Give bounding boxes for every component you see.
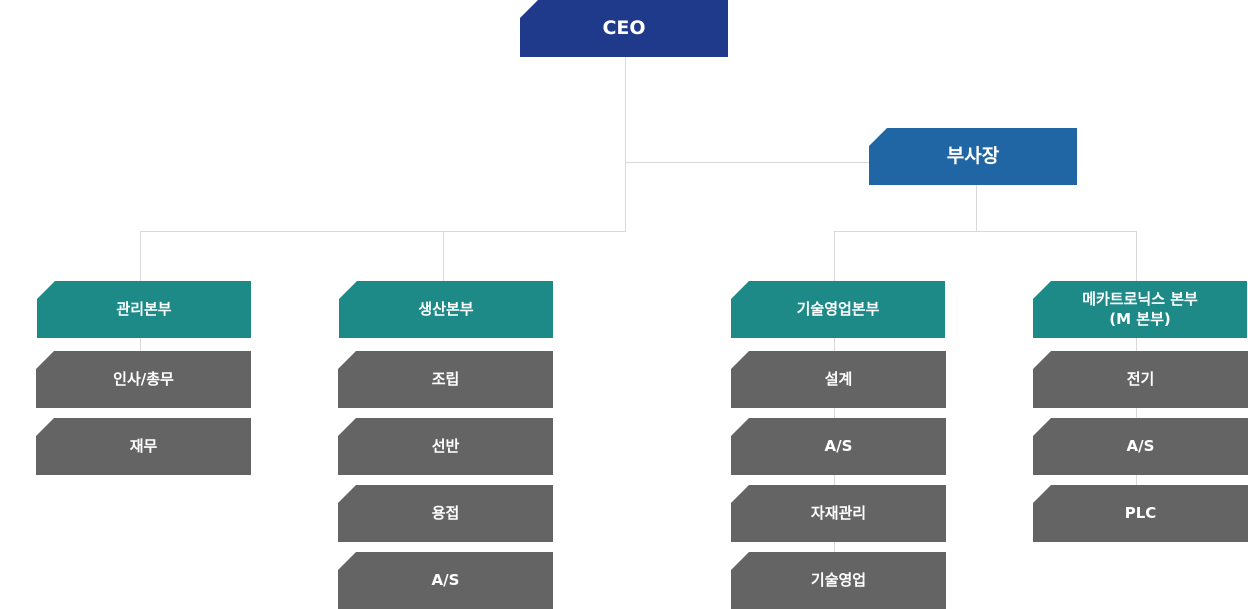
connector-line: [1136, 337, 1137, 487]
team-box: A/S: [338, 552, 553, 609]
team-box: 재무: [36, 418, 251, 475]
connector-line: [140, 231, 626, 232]
team-box: 기술영업: [731, 552, 946, 609]
team-label: 선반: [431, 436, 460, 455]
division-mechatronics-label-line1: 메카트로닉스 본부: [1082, 290, 1198, 308]
team-box: PLC: [1033, 485, 1248, 542]
team-label: 기술영업: [810, 570, 867, 589]
division-mechatronics-label: 메카트로닉스 본부 (M 본부): [1082, 290, 1198, 329]
ceo-label: CEO: [602, 17, 646, 40]
team-label: 인사/총무: [113, 369, 174, 388]
team-box: A/S: [731, 418, 946, 475]
connector-line: [834, 231, 835, 281]
team-label: 조립: [431, 369, 460, 388]
team-box: 인사/총무: [36, 351, 251, 408]
connector-line: [834, 231, 1137, 232]
team-label: 용접: [431, 503, 460, 522]
team-label: 자재관리: [810, 503, 867, 522]
connector-line: [976, 184, 977, 232]
division-production-box: 생산본부: [339, 281, 553, 338]
connector-line: [1136, 231, 1137, 281]
team-box: 전기: [1033, 351, 1248, 408]
division-mechatronics-box: 메카트로닉스 본부 (M 본부): [1033, 281, 1247, 338]
division-tech-sales-label: 기술영업본부: [796, 299, 880, 318]
team-label: A/S: [824, 436, 853, 455]
team-box: 용접: [338, 485, 553, 542]
division-admin-box: 관리본부: [37, 281, 251, 338]
team-label: 전기: [1126, 369, 1155, 388]
team-box: 조립: [338, 351, 553, 408]
vice-president-box: 부사장: [869, 128, 1077, 185]
team-label: A/S: [431, 570, 460, 589]
division-production-label: 생산본부: [418, 299, 474, 318]
division-mechatronics-label-line2: (M 본부): [1109, 309, 1171, 328]
team-box: 자재관리: [731, 485, 946, 542]
team-box: 선반: [338, 418, 553, 475]
connector-line: [625, 56, 626, 232]
team-label: PLC: [1124, 503, 1157, 522]
team-box: 설계: [731, 351, 946, 408]
team-label: 재무: [129, 436, 158, 455]
division-admin-label: 관리본부: [116, 299, 172, 318]
team-box: A/S: [1033, 418, 1248, 475]
team-label: 설계: [824, 369, 853, 388]
connector-line: [625, 162, 869, 163]
division-tech-sales-box: 기술영업본부: [731, 281, 945, 338]
ceo-box: CEO: [520, 0, 728, 57]
connector-line: [443, 231, 444, 281]
vice-president-label: 부사장: [946, 145, 1000, 168]
team-label: A/S: [1126, 436, 1155, 455]
